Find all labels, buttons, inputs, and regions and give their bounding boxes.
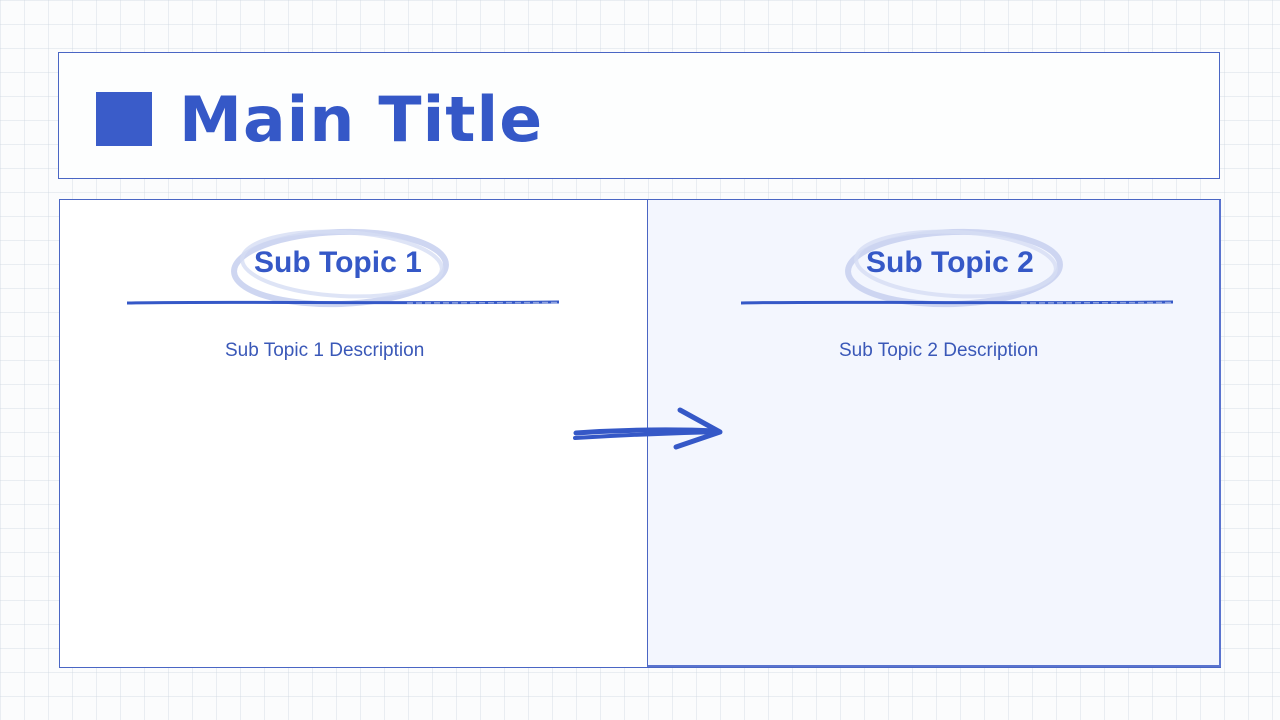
sub-topic-title: Sub Topic 1 xyxy=(254,246,422,279)
arrow-right-icon xyxy=(573,407,723,450)
brush-underline-icon xyxy=(127,300,559,305)
main-title: Main Title xyxy=(179,83,544,156)
sub-topic-title: Sub Topic 2 xyxy=(866,246,1034,279)
title-header: Main Title xyxy=(58,52,1220,179)
sub-topic-description: Sub Topic 2 Description xyxy=(839,340,1039,361)
content-area: Sub Topic 1 Sub Topic 1 Description Sub … xyxy=(59,199,1221,668)
brush-underline-icon xyxy=(741,300,1173,305)
panel-sub-topic-2: Sub Topic 2 Sub Topic 2 Description xyxy=(647,200,1221,667)
square-bullet-icon xyxy=(96,92,152,146)
panel-sub-topic-1: Sub Topic 1 Sub Topic 1 Description xyxy=(60,200,647,667)
sub-topic-description: Sub Topic 1 Description xyxy=(225,340,425,361)
